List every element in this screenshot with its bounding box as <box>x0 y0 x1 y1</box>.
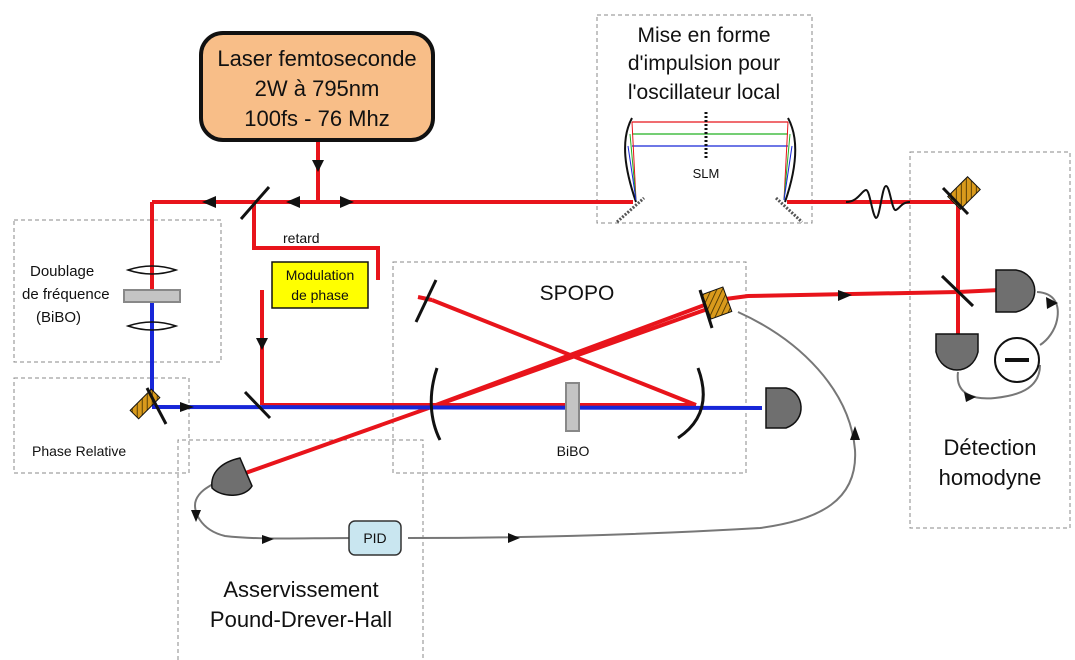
pzt-mirror-detection <box>941 176 981 216</box>
laser-line1: Laser femtoseconde <box>217 46 416 71</box>
spopo-box <box>392 261 747 474</box>
arrow-homodyne-loop <box>964 392 976 402</box>
grating-left-icon <box>616 196 645 224</box>
detection-box <box>909 151 1071 529</box>
pid-label: PID <box>363 530 386 546</box>
doublage-line3: (BiBO) <box>36 309 81 326</box>
arrow-laser-down <box>312 160 324 172</box>
modulation-line2: de phase <box>291 287 349 303</box>
arrow-pdh-down <box>191 510 201 522</box>
pid-box: PID <box>348 520 402 556</box>
lens-top-icon <box>125 265 179 275</box>
arrow-right-spopo <box>838 290 852 301</box>
arrow-right-1 <box>340 196 354 208</box>
spopo-title: SPOPO <box>540 282 615 305</box>
laser-line2: 2W à 795nm <box>255 76 380 101</box>
blue-beam-main <box>151 405 763 410</box>
arrow-left-2 <box>286 196 300 208</box>
red-beam-cavity-top <box>417 295 433 302</box>
beam-splitter-main <box>239 186 271 220</box>
detection-line2: homodyne <box>939 465 1042 490</box>
red-beam-spopo-out <box>717 288 1001 302</box>
pzt-mirror-spopo <box>698 286 733 329</box>
beam-splitter-bottom <box>243 390 272 420</box>
retard-label: retard <box>283 230 320 246</box>
grating-right-icon <box>774 196 804 224</box>
pdh-box <box>177 439 424 660</box>
detector-pdh-icon <box>211 457 253 496</box>
arrow-feedback-up <box>850 426 860 440</box>
feedback-line-spopo <box>407 311 857 539</box>
pulse-shaper-optics <box>616 112 804 224</box>
detection-line1: Détection <box>944 435 1037 460</box>
arrow-pid-out <box>508 533 520 543</box>
doubling-crystal <box>123 289 181 303</box>
doublage-line2: de fréquence <box>22 286 110 303</box>
pulse-shaping-line2: d'impulsion pour <box>628 52 780 75</box>
doublage-box <box>13 219 222 363</box>
homodyne-signal-loop-top <box>1036 291 1059 346</box>
pulse-shaping-line1: Mise en forme <box>637 24 770 47</box>
pdh-line2: Pound-Drever-Hall <box>210 607 392 632</box>
laser-source: Laser femtoseconde 2W à 795nm 100fs - 76… <box>199 31 435 142</box>
feedback-line-pid <box>194 479 356 540</box>
phase-relative-label: Phase Relative <box>32 443 126 459</box>
detector-homodyne-2-icon <box>935 333 979 371</box>
red-beam-pdh <box>239 304 717 477</box>
arrow-to-pid <box>262 535 274 544</box>
homodyne-signal-loop <box>956 364 1041 400</box>
spopo-crystal <box>565 382 580 432</box>
cavity-mirror-curved-right <box>677 367 705 440</box>
pdh-line1: Asservissement <box>223 577 378 602</box>
cavity-mirror-curved-left <box>429 367 442 441</box>
lens-bottom-icon <box>125 321 179 331</box>
spopo-crystal-label: BiBO <box>557 443 590 459</box>
pulse-shaping-box <box>596 14 813 224</box>
subtractor-icon <box>994 337 1040 383</box>
laser-line3: 100fs - 76 Mhz <box>244 106 390 131</box>
red-beam-cavity-1 <box>431 298 697 407</box>
pulse-shaping-line3: l'oscillateur local <box>628 81 780 104</box>
arrow-mod-down <box>256 338 268 350</box>
arrow-homodyne-loop-top <box>1046 297 1058 309</box>
pzt-mirror-phase-relative <box>129 387 168 425</box>
modulation-box: Modulation de phase <box>271 261 369 309</box>
detector-spopo-icon <box>765 387 802 429</box>
cavity-mirror-flat <box>414 279 438 323</box>
slm-label: SLM <box>693 166 720 181</box>
doublage-line1: Doublage <box>30 263 94 280</box>
phase-relative-box <box>13 377 190 474</box>
arrow-left-1 <box>202 196 216 208</box>
modulation-line1: Modulation <box>286 267 355 283</box>
detector-homodyne-1-icon <box>995 269 1036 313</box>
red-beam-retard <box>252 202 380 280</box>
beam-splitter-detection <box>940 274 975 308</box>
pulse-waveform-icon <box>845 184 911 220</box>
arrow-blue-right <box>180 402 194 412</box>
